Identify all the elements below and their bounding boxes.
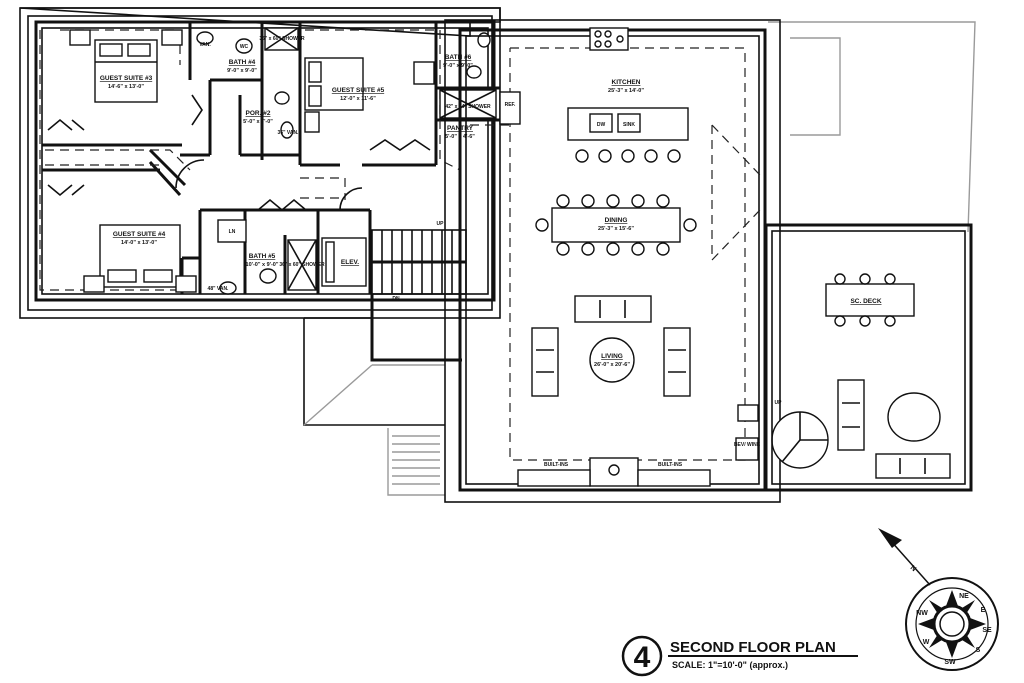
fixture-labels: WC VAN. 36" x 60" SHOWER 42" x 84" SHOWE…	[199, 36, 782, 468]
stair-up-label: UP	[437, 221, 445, 227]
compass-w: W	[923, 639, 930, 646]
compass-se: SE	[982, 627, 992, 634]
dw-label: DW	[597, 122, 606, 128]
dining-dims: 25'-3" x 15'-6"	[598, 226, 634, 232]
compass-e: E	[981, 607, 986, 614]
bath-6-dims: 9'-0" x 9'-0"	[443, 63, 473, 69]
bath-6-label: BATH #6	[445, 54, 472, 61]
elevator-label: ELEV.	[341, 259, 359, 266]
sink-label: SINK	[623, 122, 635, 128]
ref-label: REF.	[505, 102, 516, 108]
dining-label: DINING	[605, 217, 628, 224]
compass-s: S	[976, 647, 981, 654]
title-block: 4 SECOND FLOOR PLAN SCALE: 1"=10'-0" (ap…	[621, 635, 858, 677]
vanity-48-label: 48" VAN.	[208, 286, 230, 292]
roof-outline	[19, 7, 976, 496]
screened-deck	[764, 223, 973, 492]
bath-4-label: BATH #4	[229, 59, 256, 66]
spiral-up-label: UP	[775, 400, 783, 406]
guest-suite-4-dims: 14'-0" x 13'-0"	[121, 240, 157, 246]
pantry-label: PANTRY	[447, 125, 474, 132]
room-labels: GUEST SUITE #3 14'-6" x 13'-0" GUEST SUI…	[100, 54, 882, 448]
plan-scale: SCALE: 1"=10'-0" (approx.)	[672, 660, 788, 670]
guest-suite-5-dims: 12'-0" x 11'-6"	[340, 96, 376, 102]
guest-suite-5-label: GUEST SUITE #5	[332, 87, 385, 94]
great-room-walls	[444, 19, 829, 503]
shower-c-label: 36" x 60" SHOWER	[279, 262, 325, 268]
bath-4-dims: 9'-0" x 9'-0"	[227, 68, 257, 74]
linen-label: LN	[229, 229, 236, 235]
built-ins-left-label: BUILT-INS	[544, 462, 569, 468]
compass-rose: N NE E SE S SW W NW	[878, 528, 999, 671]
guest-wing-furniture	[47, 27, 497, 295]
compass-nw: NW	[916, 610, 928, 617]
compass-north: N	[909, 565, 917, 574]
compass-sw: SW	[944, 659, 956, 666]
compass-ne: NE	[959, 593, 969, 600]
powder-2-dims: 5'-0" x 7'-0"	[243, 119, 273, 125]
shower-b-label: 42" x 84" SHOWER	[445, 104, 491, 110]
built-ins-right-label: BUILT-INS	[658, 462, 683, 468]
plan-title: SECOND FLOOR PLAN	[670, 639, 836, 656]
bev-wine-label: BEV/ WINE	[734, 442, 761, 448]
stair	[303, 229, 467, 426]
guest-suite-3-label: GUEST SUITE #3	[100, 75, 153, 82]
sheet-number: 4	[634, 641, 651, 674]
kitchen-label: KITCHEN	[612, 79, 641, 86]
bath-5-dims: 10'-0" x 9'-0"	[246, 262, 279, 268]
guest-suite-4-label: GUEST SUITE #4	[113, 231, 166, 238]
wc-label: WC	[240, 44, 249, 50]
living-dims: 26'-0" x 20'-6"	[594, 362, 630, 368]
stair-dn-label: DN	[392, 296, 400, 302]
vanity-36-label: 36" VAN.	[278, 130, 300, 136]
kitchen-dims: 25'-3" x 14'-0"	[608, 88, 644, 94]
guest-suite-3-dims: 14'-6" x 13'-0"	[108, 84, 144, 90]
bath-5-label: BATH #5	[249, 253, 276, 260]
pantry-dims: 5'-0" x 4'-6"	[445, 134, 475, 140]
powder-2-label: POR. #2	[246, 110, 271, 117]
vanity-label: VAN.	[199, 42, 211, 48]
living-label: LIVING	[601, 353, 623, 360]
north-arrow-icon	[878, 528, 902, 548]
scr-deck-label: SC. DECK	[850, 298, 881, 305]
shower-a-label: 36" x 60" SHOWER	[259, 36, 305, 42]
